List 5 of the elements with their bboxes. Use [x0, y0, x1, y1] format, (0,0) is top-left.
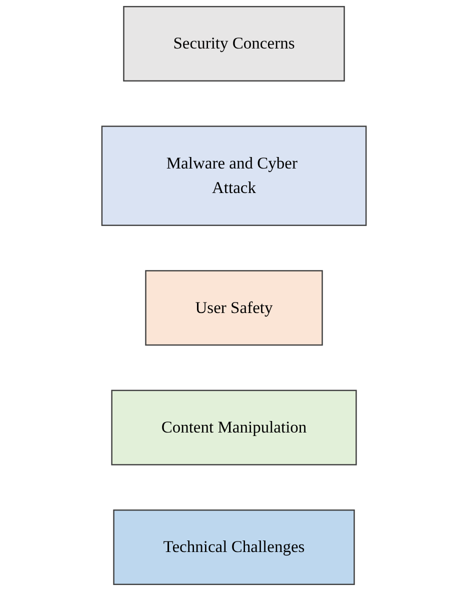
node-box [113, 510, 355, 586]
node-box [123, 6, 345, 82]
node-box [101, 126, 367, 226]
node-box [111, 390, 357, 466]
node-box [145, 270, 323, 346]
